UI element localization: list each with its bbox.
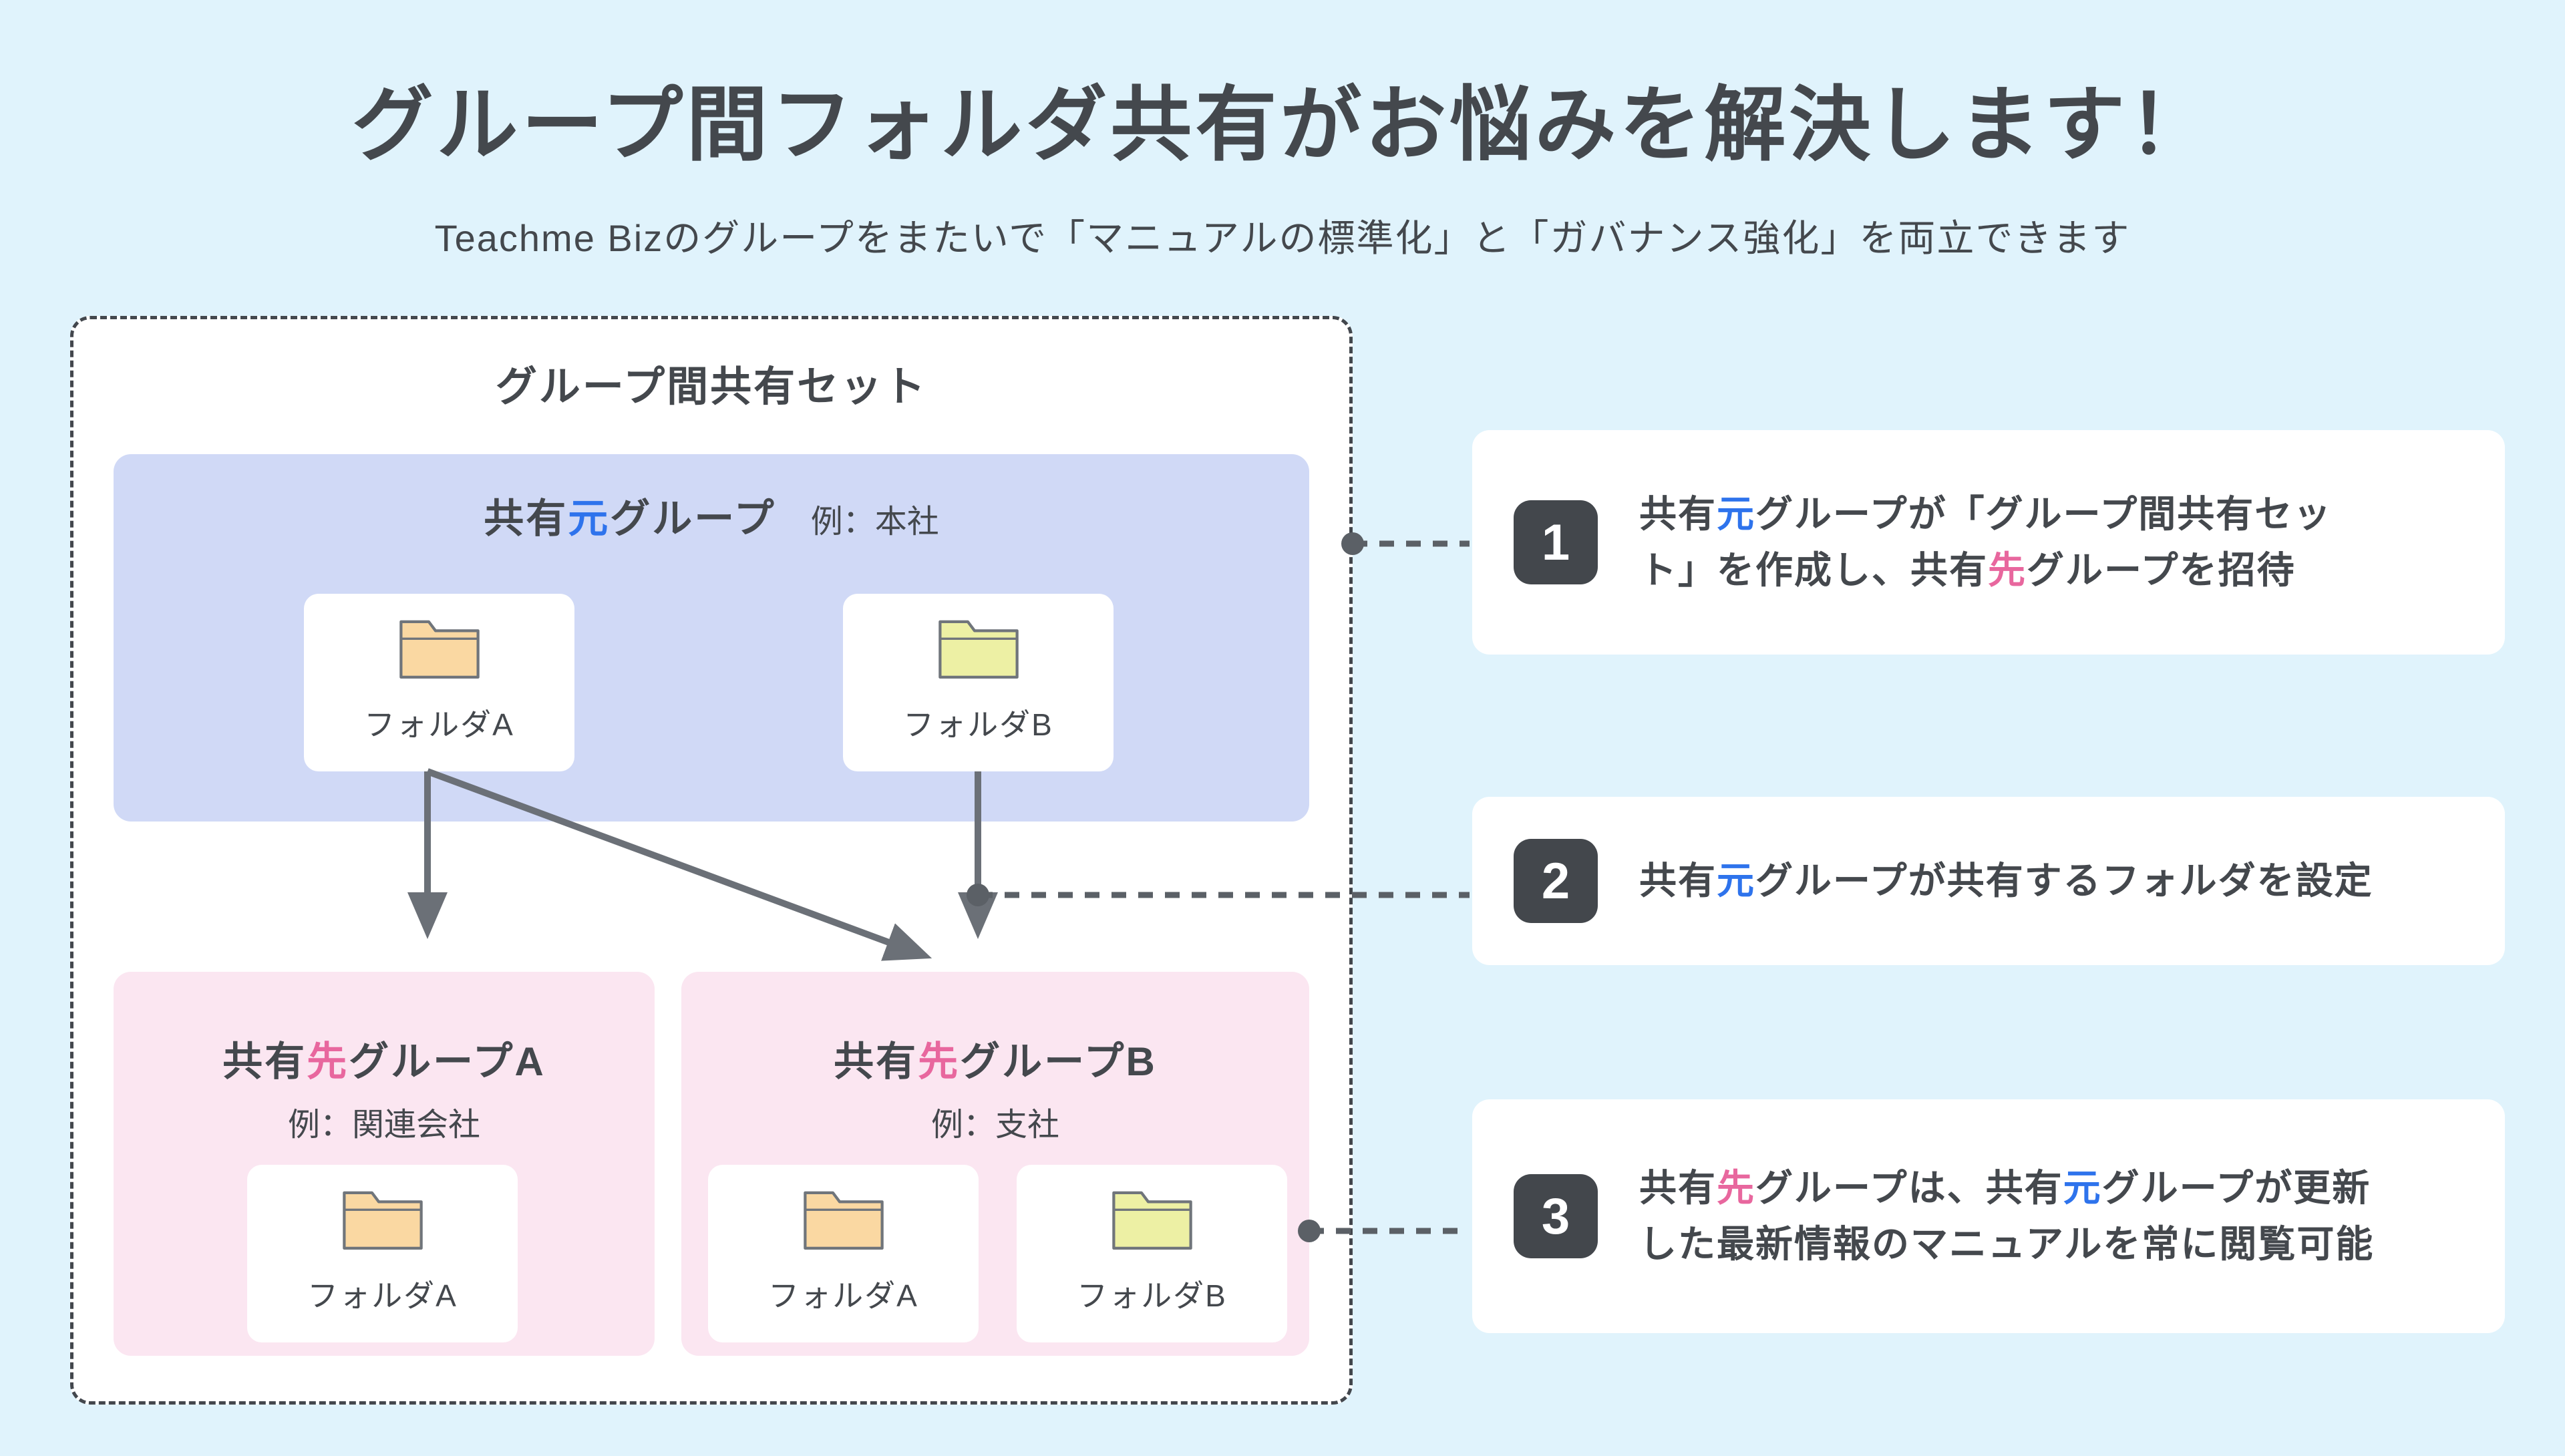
dest-group-b-example: 例：支社	[930, 1107, 1059, 1143]
source-group-header: 共有元グループ 例：本社	[114, 486, 1309, 544]
source-group-box: 共有元グループ 例：本社	[114, 454, 1309, 822]
dest-group-a-header: 共有先グループA 例：関連会社	[114, 1029, 655, 1145]
folder-icon	[938, 620, 1019, 679]
shared-set-title: グループ間共有セット	[495, 364, 928, 410]
folder-label: フォルダB	[903, 707, 1053, 742]
folder-card-source-a: フォルダA	[304, 594, 574, 771]
note-text-3: 共有先グループは、共有元グループが更新 した最新情報のマニュアルを常に閲覧可能	[1639, 1167, 2375, 1265]
note-badge-2: 2	[1514, 839, 1598, 923]
folder-icon	[1112, 1191, 1192, 1250]
page-title: グループ間フォルダ共有がお悩みを解決します！	[351, 79, 2214, 170]
folder-card-dest-a-foldera: フォルダA	[247, 1165, 518, 1342]
note-card-1: 1 共有元グループが「グループ間共有セッ ト」を作成し、共有先グループを招待	[1472, 430, 2505, 655]
folder-card-dest-b-foldera: フォルダA	[708, 1165, 979, 1342]
page-subtitle: Teachme Bizのグループをまたいで「マニュアルの標準化」と「ガバナンス強…	[434, 217, 2131, 259]
note-text-1: 共有元グループが「グループ間共有セッ ト」を作成し、共有先グループを招待	[1639, 493, 2333, 591]
folder-card-source-b: フォルダB	[843, 594, 1114, 771]
folder-label: フォルダA	[307, 1278, 458, 1313]
note-text-2: 共有元グループが共有するフォルダを設定	[1639, 860, 2373, 902]
dest-group-a-example: 例：関連会社	[287, 1107, 480, 1143]
folder-icon	[399, 620, 480, 679]
dest-group-b-header: 共有先グループB 例：支社	[681, 1029, 1309, 1145]
note-badge-3: 3	[1514, 1174, 1598, 1258]
folder-card-dest-b-folderb: フォルダB	[1017, 1165, 1287, 1342]
note-badge-1: 1	[1514, 500, 1598, 584]
folder-icon	[803, 1191, 884, 1250]
source-group-name: 共有元グループ	[484, 496, 776, 541]
note-card-2: 2 共有元グループが共有するフォルダを設定	[1472, 797, 2505, 965]
folder-label: フォルダB	[1077, 1278, 1227, 1313]
folder-icon	[342, 1191, 423, 1250]
folder-label: フォルダA	[364, 707, 514, 742]
dest-group-a-name: 共有先グループA	[222, 1039, 546, 1084]
source-group-example: 例：本社	[810, 504, 939, 540]
folder-label: フォルダA	[768, 1278, 918, 1313]
dest-group-b-name: 共有先グループB	[834, 1039, 1157, 1084]
note-card-3: 3 共有先グループは、共有元グループが更新 した最新情報のマニュアルを常に閲覧可…	[1472, 1099, 2505, 1333]
